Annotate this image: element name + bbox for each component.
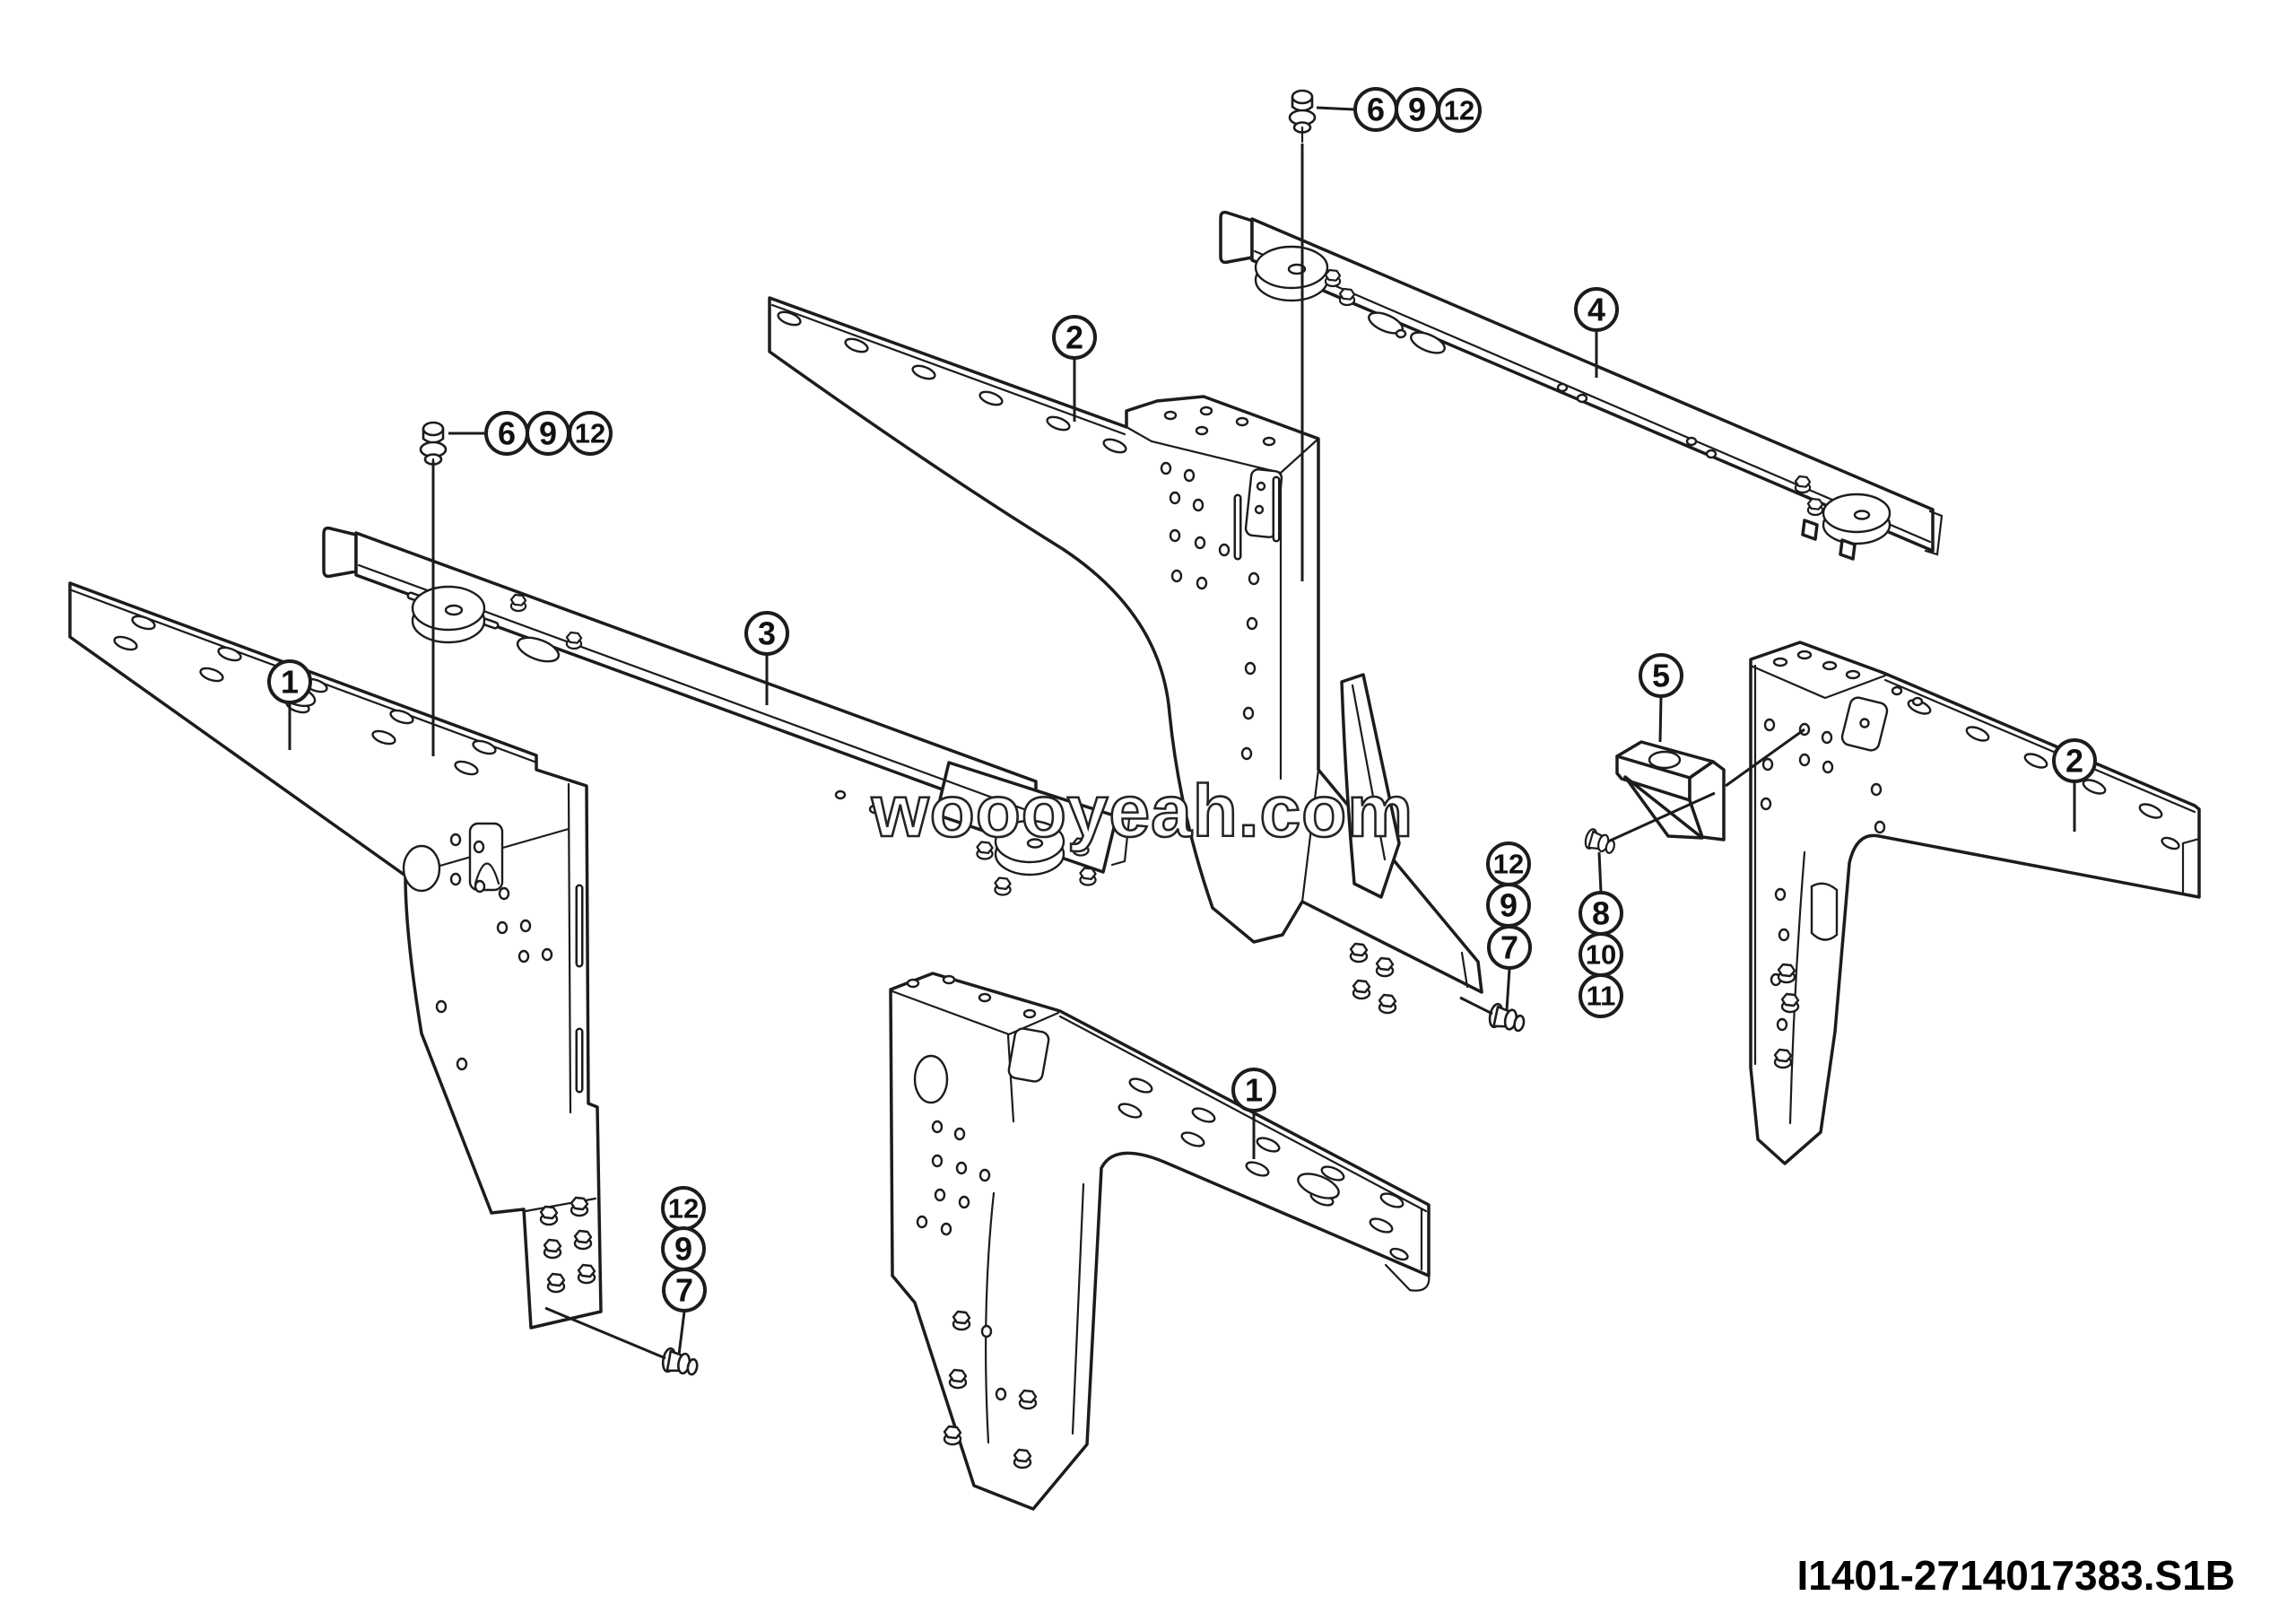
callout-9: 9: [1486, 883, 1531, 928]
svg-text:7: 7: [675, 1272, 693, 1309]
svg-text:12: 12: [575, 418, 605, 449]
callout-12: 12: [661, 1186, 706, 1231]
callout-2: 2: [1052, 315, 1097, 360]
callout-3: 3: [744, 611, 789, 656]
svg-text:1: 1: [281, 664, 299, 701]
callout-12: 12: [1486, 842, 1531, 886]
svg-text:12: 12: [1444, 95, 1474, 126]
svg-text:12: 12: [1493, 849, 1524, 880]
svg-text:7: 7: [1500, 929, 1518, 966]
bracket-part-1-left: [68, 581, 603, 1330]
callout-1: 1: [267, 659, 312, 704]
rail-part-4: [1219, 210, 1944, 561]
rail-part-3: [322, 526, 1131, 896]
leader-line: [1658, 696, 1663, 743]
leader-line: [1597, 851, 1603, 893]
callout-7: 7: [1487, 925, 1532, 970]
callout-9: 9: [661, 1226, 706, 1271]
callout-6: 6: [1353, 87, 1398, 132]
leader-line: [1316, 106, 1355, 111]
svg-text:9: 9: [1408, 92, 1426, 128]
svg-text:3: 3: [758, 615, 776, 652]
svg-text:9: 9: [1500, 887, 1518, 924]
svg-text:6: 6: [1367, 92, 1385, 128]
leader-line: [1607, 791, 1716, 843]
svg-text:12: 12: [668, 1193, 699, 1225]
callout-5: 5: [1639, 653, 1683, 698]
svg-text:9: 9: [539, 415, 557, 452]
bracket-part-1-middle: [889, 972, 1431, 1511]
callout-10: 10: [1578, 932, 1623, 977]
svg-text:1: 1: [1245, 1072, 1263, 1109]
leader-line: [1725, 728, 1805, 788]
leader-line: [677, 1311, 686, 1356]
svg-text:2: 2: [1065, 319, 1083, 356]
stud-bolt-top: [1288, 89, 1317, 134]
callout-6: 6: [484, 411, 529, 456]
svg-text:10: 10: [1586, 939, 1616, 971]
svg-text:5: 5: [1652, 658, 1670, 694]
leader-lines: [288, 106, 2076, 1360]
callout-2: 2: [2052, 738, 2097, 783]
svg-text:9: 9: [674, 1231, 692, 1268]
drawing-code: I1401-2714017383.S1B: [1796, 1552, 2235, 1599]
clamp-part-5: [1615, 740, 1726, 842]
callout-7: 7: [662, 1268, 707, 1312]
svg-text:2: 2: [2066, 743, 2083, 780]
callout-12: 12: [1437, 88, 1482, 133]
callout-11: 11: [1578, 973, 1623, 1018]
callout-4: 4: [1574, 287, 1619, 332]
svg-text:11: 11: [1587, 981, 1616, 1012]
callout-9: 9: [526, 411, 570, 456]
callout-1: 1: [1231, 1068, 1276, 1112]
callout-9: 9: [1395, 87, 1439, 132]
leader-line: [1505, 968, 1511, 1011]
leader-line: [1459, 996, 1493, 1016]
leader-line: [544, 1306, 666, 1360]
callout-12: 12: [568, 411, 613, 456]
svg-text:8: 8: [1592, 895, 1610, 932]
bracket-part-2-right: [1749, 641, 2201, 1165]
stud-bolt-left: [419, 421, 448, 466]
bolt-8: [1582, 826, 1619, 857]
svg-text:4: 4: [1587, 292, 1605, 328]
bracket-part-2-top: [768, 296, 1483, 1015]
svg-text:6: 6: [498, 415, 516, 452]
watermark: woooyeah.com: [871, 771, 1413, 852]
callout-8: 8: [1578, 891, 1623, 936]
